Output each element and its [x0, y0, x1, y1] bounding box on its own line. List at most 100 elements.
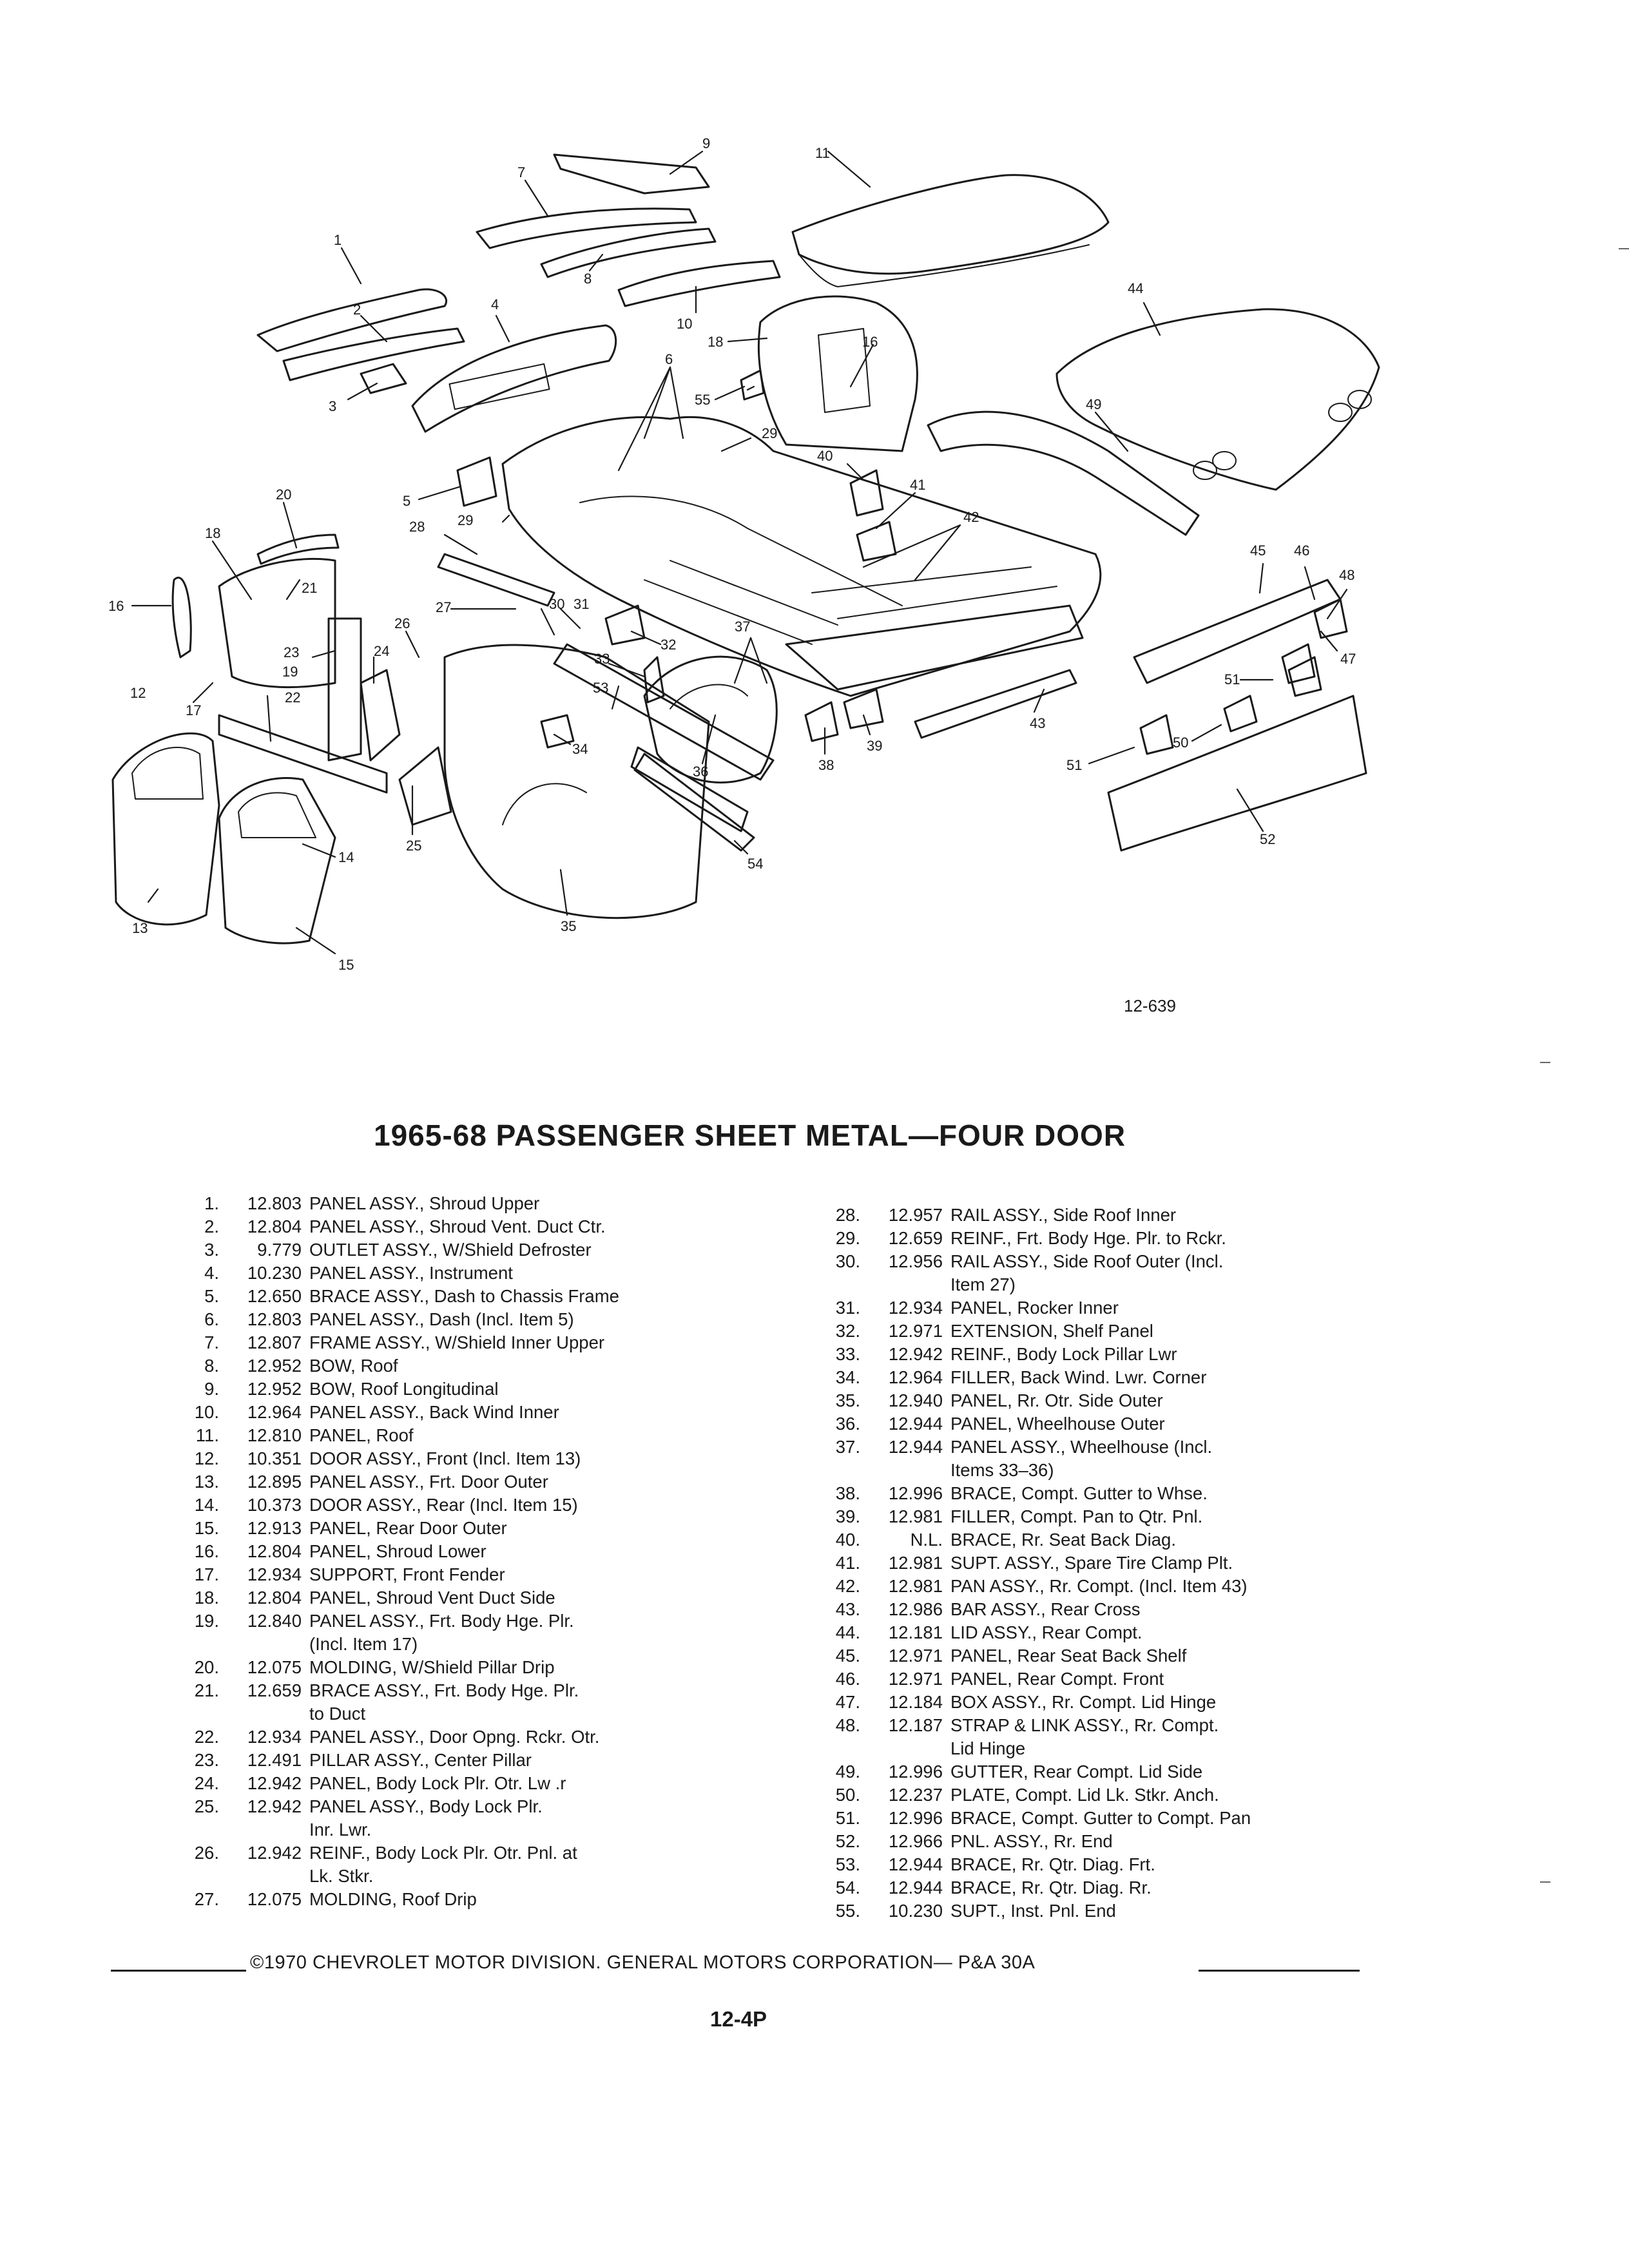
- part-description: BOW, Roof: [309, 1356, 398, 1376]
- callout-6: 6: [665, 351, 673, 367]
- copyright-line: ©1970 CHEVROLET MOTOR DIVISION. GENERAL …: [250, 1952, 1036, 1973]
- part-description: PANEL ASSY., Frt. Door Outer: [309, 1472, 548, 1492]
- part-number: 47.: [835, 1692, 860, 1712]
- callout-55: 55: [695, 392, 710, 408]
- part-group-number: 12.237: [888, 1785, 943, 1805]
- part-description: PANEL ASSY., Shroud Upper: [309, 1193, 540, 1213]
- compt-pan-filler: [843, 688, 884, 729]
- part-description: GUTTER, Rear Compt. Lid Side: [950, 1762, 1203, 1782]
- callout-26: 26: [394, 615, 410, 631]
- roof-panel-edge: [798, 244, 1090, 287]
- exploded-body-diagram: 1 2 3 4 5 6 7 8 9 10 11 12 13 14 15 16 1…: [108, 135, 1380, 973]
- callout-37: 37: [735, 619, 750, 635]
- part-description: REINF., Body Lock Plr. Otr. Pnl. at Lk. …: [309, 1843, 577, 1886]
- callout-39: 39: [867, 738, 882, 754]
- part-group-number: 9.779: [257, 1240, 302, 1260]
- lock-pillar-inner: [398, 746, 452, 826]
- part-number: 29.: [835, 1228, 860, 1248]
- figure-code: 12-639: [1124, 996, 1176, 1015]
- part-group-number: 12.944: [888, 1437, 943, 1457]
- callout-25: 25: [406, 838, 421, 854]
- part-number: 1.: [204, 1193, 219, 1213]
- front-hinge-pillar: [218, 557, 336, 689]
- part-description: STRAP & LINK ASSY., Rr. Compt. Lid Hinge: [950, 1715, 1219, 1758]
- part-description: MOLDING, W/Shield Pillar Drip: [309, 1657, 555, 1677]
- part-group-number: 12.996: [888, 1483, 943, 1503]
- part-group-number: 12.996: [888, 1808, 943, 1828]
- footer-rule-right: [1199, 1970, 1360, 1972]
- lid-lamp-3: [1212, 451, 1237, 470]
- part-group-number: 12.952: [247, 1356, 302, 1376]
- part-group-number: 12.934: [247, 1564, 302, 1584]
- defroster-outlet: [360, 363, 407, 394]
- part-description: PANEL ASSY., Frt. Body Hge. Plr. (Incl. …: [309, 1611, 574, 1654]
- hinge-strap: [1313, 598, 1348, 639]
- callout-51-upper: 51: [1224, 671, 1240, 687]
- part-number: 7.: [204, 1332, 219, 1352]
- part-number: 23.: [194, 1750, 219, 1770]
- callout-8: 8: [584, 271, 592, 287]
- wheelhouse-outer: [643, 655, 778, 783]
- body-lock-reinf: [643, 656, 665, 704]
- part-description: PLATE, Compt. Lid Lk. Stkr. Anch.: [950, 1785, 1219, 1805]
- callout-47: 47: [1340, 651, 1356, 667]
- part-description: BOX ASSY., Rr. Compt. Lid Hinge: [950, 1692, 1217, 1712]
- part-number: 41.: [835, 1553, 860, 1573]
- lid-hinge-box: [1281, 643, 1316, 684]
- rear-quarter-outer: [443, 644, 710, 919]
- part-description: PANEL, Rear Seat Back Shelf: [950, 1646, 1187, 1666]
- shroud-upper-panel: [256, 288, 447, 352]
- part-number: 26.: [194, 1843, 219, 1863]
- callout-51-lower: 51: [1066, 757, 1082, 773]
- part-group-number: 12.964: [247, 1402, 302, 1422]
- part-number: 43.: [835, 1599, 860, 1619]
- part-group-number: 12.952: [247, 1379, 302, 1399]
- part-group-number: 12.944: [888, 1854, 943, 1874]
- callout-24: 24: [374, 643, 389, 659]
- callout-54: 54: [747, 856, 763, 872]
- part-number: 4.: [204, 1263, 219, 1283]
- lid-lamp-2: [1328, 403, 1353, 422]
- part-description: PANEL ASSY., Dash (Incl. Item 5): [309, 1309, 574, 1329]
- callout-3: 3: [329, 398, 336, 414]
- part-number: 54.: [835, 1878, 860, 1898]
- edge-mark: [1540, 1881, 1550, 1883]
- part-number: 14.: [194, 1495, 219, 1515]
- part-number: 55.: [835, 1901, 860, 1921]
- part-description: REINF., Body Lock Pillar Lwr: [950, 1344, 1177, 1364]
- part-description: PANEL, Rear Door Outer: [309, 1518, 507, 1538]
- part-group-number: 12.804: [247, 1588, 302, 1608]
- part-description: BRACE ASSY., Frt. Body Hge. Plr. to Duct: [309, 1680, 579, 1724]
- windshield-frame-inner: [476, 207, 697, 249]
- part-number: 30.: [835, 1251, 860, 1271]
- part-group-number: 12.964: [888, 1367, 943, 1387]
- part-item: 40.N.L.BRACE, Rr. Seat Back Diag.: [815, 1528, 1460, 1552]
- compartment-side-gutter: [927, 410, 1200, 536]
- part-group-number: 12.659: [247, 1680, 302, 1700]
- part-description: EXTENSION, Shelf Panel: [950, 1321, 1153, 1341]
- part-number: 16.: [194, 1541, 219, 1561]
- part-group-number: 12.942: [247, 1843, 302, 1863]
- part-group-number: 12.981: [888, 1506, 943, 1526]
- floor-rib-1: [644, 579, 813, 645]
- callout-2: 2: [353, 302, 361, 318]
- part-number: 12.: [194, 1448, 219, 1468]
- callout-50: 50: [1173, 735, 1188, 751]
- callout-15: 15: [338, 957, 354, 973]
- part-group-number: 12.944: [888, 1414, 943, 1434]
- part-description: PAN ASSY., Rr. Compt. (Incl. Item 43): [950, 1576, 1248, 1596]
- callout-49: 49: [1086, 396, 1101, 412]
- part-group-number: 12.940: [888, 1390, 943, 1410]
- callout-40: 40: [817, 448, 833, 464]
